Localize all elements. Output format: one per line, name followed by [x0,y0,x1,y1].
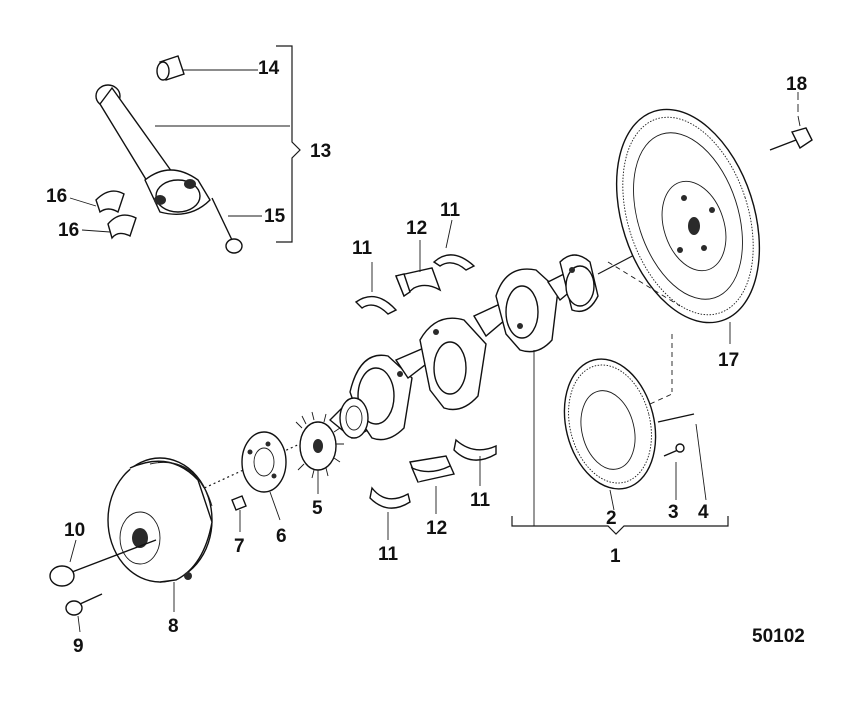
callout-16b: 16 [58,220,79,241]
timing-sprocket [295,411,344,479]
thrust-washer-lower-left [369,486,411,509]
leader-2 [609,489,615,511]
callout-18: 18 [786,74,807,95]
callout-5: 5 [312,498,323,519]
leader-18 [797,92,801,127]
flywheel [615,108,761,324]
callout-2: 2 [606,508,617,529]
callout-8: 8 [168,616,179,637]
leader-16a [69,197,97,207]
callout-15: 15 [264,206,286,227]
callout-17: 17 [718,350,739,371]
callout-11-ll: 11 [378,544,399,565]
bracket-13 [276,45,301,243]
pulley-bolt [65,593,103,616]
leader-16b [81,229,111,233]
callout-11-lr: 11 [470,490,491,511]
callout-14: 14 [258,58,280,79]
connecting-rod [95,84,211,215]
leader-9 [77,615,81,633]
woodruff-key [231,495,247,511]
leader-11-ur [445,219,453,249]
callout-6: 6 [276,526,287,547]
callout-10: 10 [64,520,85,541]
thrust-washer-upper-right [432,254,476,271]
crankshaft [199,251,641,491]
rod-bearing-lower [107,214,137,240]
callout-12-l: 12 [426,518,447,539]
crankshaft-hub [241,431,287,493]
callout-7: 7 [234,536,245,557]
leader-6 [269,491,281,521]
ring-gear-bolt [663,443,685,457]
callout-1: 1 [610,546,621,567]
pulley-center-bolt [49,539,157,587]
callout-3: 3 [668,502,679,523]
callout-4: 4 [698,502,709,523]
thrust-washer-upper-left [354,295,398,315]
bracket-1 [511,516,729,535]
dowel-pin [657,413,695,423]
callout-16a: 16 [46,186,67,207]
callout-11-ur: 11 [440,200,461,221]
piston-pin-bushing [156,55,185,81]
callout-12-u: 12 [406,218,427,239]
rod-bolt [211,197,243,254]
ring-gear-plate [563,358,657,490]
thrust-washer-lower-right [453,438,497,461]
leader-10 [69,539,77,563]
leader-4 [695,423,707,501]
callout-13: 13 [310,141,331,162]
flywheel-bolt [769,127,813,151]
flywheel-alignment-lines [607,261,681,405]
callout-11-ul: 11 [352,238,373,259]
crankshaft-pulley [107,457,213,583]
crank-gear [339,397,369,439]
rod-bearing-upper [95,190,125,214]
main-bearing-upper [395,267,442,298]
main-bearing-lower [409,455,455,483]
diagram-id: 50102 [752,626,805,647]
callout-9: 9 [73,636,84,657]
